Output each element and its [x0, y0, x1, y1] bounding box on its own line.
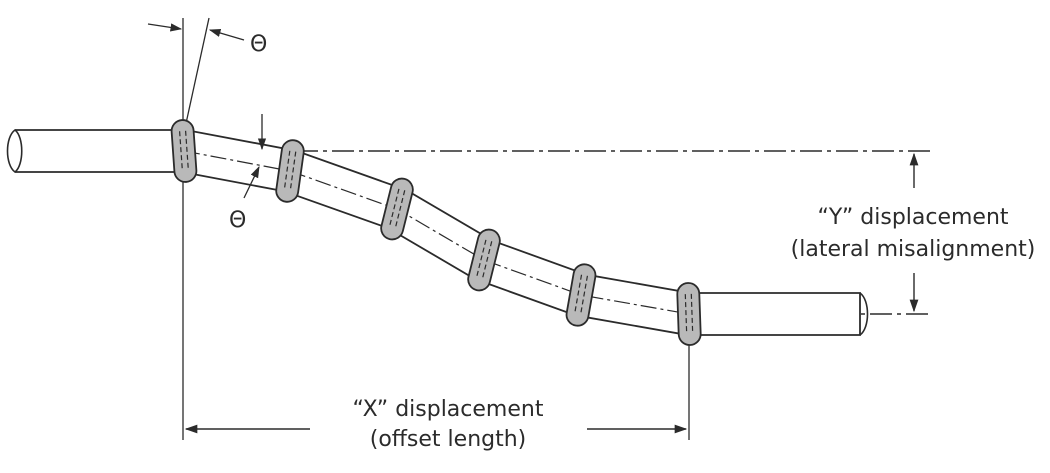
theta-top-arrow-left — [147, 23, 183, 32]
theta-top-arrow-right — [208, 29, 245, 41]
coupling — [170, 119, 198, 183]
coupling — [565, 263, 597, 327]
theta-side-arrow-lower — [243, 165, 260, 199]
couplings — [170, 119, 702, 346]
coupling — [380, 177, 414, 241]
pipe-centerline — [183, 150, 690, 315]
theta-side-label: Θ — [229, 208, 246, 233]
y-displacement-sublabel: (lateral misalignment) — [791, 237, 1036, 262]
theta-top-label: Θ — [250, 32, 267, 57]
coupling — [676, 282, 702, 346]
coupling — [275, 139, 305, 203]
coupling — [467, 228, 501, 292]
y-displacement-label: “Y” displacement — [817, 205, 1008, 230]
x-displacement-label: “X” displacement — [353, 397, 544, 422]
pipe-offset-segments — [179, 129, 694, 336]
x-displacement-sublabel: (offset length) — [370, 427, 527, 452]
angle-reference-line — [184, 17, 210, 129]
pipe-left — [6, 129, 184, 173]
pipe-right — [689, 292, 869, 336]
